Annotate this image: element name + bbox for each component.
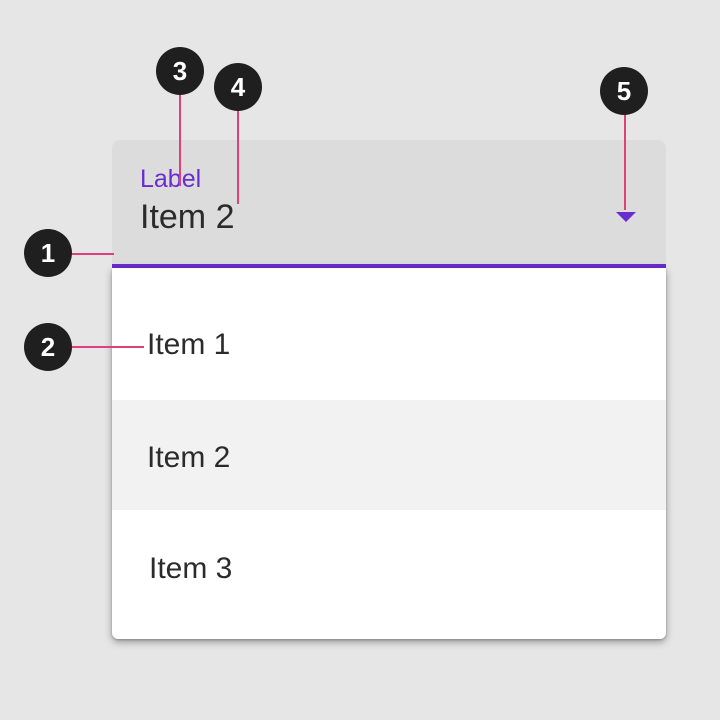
callout-badge-2: 2 (24, 323, 72, 371)
dropdown-menu: Item 1 Item 2 Item 3 (112, 268, 666, 639)
callout-line-4 (237, 110, 239, 204)
callout-line-1 (72, 253, 114, 255)
menu-item-2[interactable]: Item 2 (112, 400, 666, 510)
callout-line-3 (179, 94, 181, 186)
callout-line-2 (72, 346, 144, 348)
menu-item-1[interactable]: Item 1 (112, 290, 666, 400)
callout-badge-4: 4 (214, 63, 262, 111)
arrow-drop-down-icon[interactable] (616, 212, 636, 222)
menu-item-label: Item 3 (149, 552, 233, 585)
select-underline (112, 264, 666, 268)
callout-line-5 (624, 113, 626, 210)
callout-badge-5: 5 (600, 67, 648, 115)
select-field[interactable] (112, 140, 666, 264)
select-label: Label (140, 165, 202, 193)
callout-badge-1: 1 (24, 229, 72, 277)
select-value: Item 2 (140, 198, 235, 236)
callout-badge-3: 3 (156, 47, 204, 95)
menu-item-3[interactable]: Item 3 (112, 510, 666, 620)
menu-item-label: Item 2 (147, 441, 231, 474)
menu-item-label: Item 1 (147, 328, 231, 361)
